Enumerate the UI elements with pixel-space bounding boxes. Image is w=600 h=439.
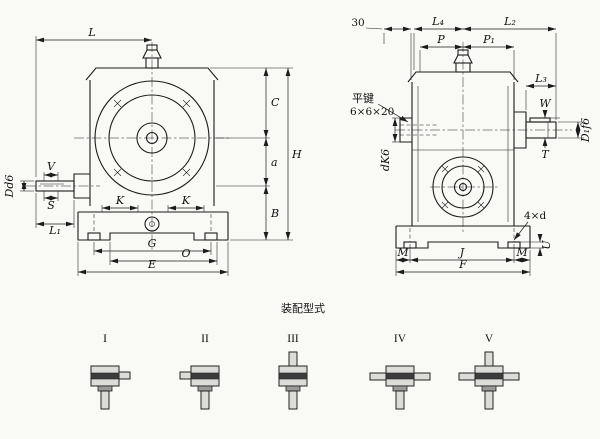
assembly-type-2-label: II [201,333,209,345]
foot-slot-right [204,232,218,241]
dim-label-P: P [436,33,445,46]
assembly-type-4: IV [369,333,431,410]
dim-label-shaft-dia: Dd6 [3,175,16,199]
flat-key-size: 6×6×20 [350,106,394,118]
assembly-title: 装配型式 [281,301,325,315]
dim-label-M-left: M [396,246,409,259]
dim-label-O: O [181,247,190,260]
side-dimensions: 30 L₄ L₂ P P₁ L₃ [350,15,592,276]
foot-slot-left [87,232,101,241]
dim-label-U: U [540,240,553,250]
wheel-cover-circles [94,80,210,196]
dim-label-H: H [291,148,302,161]
dim-label-L2: L₂ [503,15,516,28]
base-front [77,211,229,241]
dim-label-B: B [270,207,279,220]
dim-label-30: 30 [351,17,364,29]
assembly-type-1: I [90,333,131,410]
assembly-type-5: V [458,333,520,410]
flat-key-note: 平键 [352,91,374,105]
dim-label-dK6: dK6 [379,149,392,171]
input-shaft [35,173,90,199]
assembly-type-2: II [179,333,220,410]
dim-label-E: E [147,258,156,271]
drain-plug [144,216,160,232]
dim-label-P1: P₁ [482,33,495,46]
dim-label-L: L [87,26,95,39]
dim-label-C: C [271,96,280,109]
assembly-type-1-label: I [103,333,107,345]
dim-label-J: J [458,246,465,259]
dim-label-L1: L₁ [48,224,61,237]
dim-label-V: V [47,160,56,173]
dim-label-4xd: 4×d [524,210,546,222]
output-shaft [514,111,557,149]
assembly-type-4-label: IV [394,333,407,345]
dim-label-F: F [458,258,467,271]
assembly-type-3: III [278,333,308,410]
base-side [395,225,531,249]
dim-label-K-left: K [115,194,125,207]
dim-label-a: a [271,156,278,169]
dim-label-T: T [541,148,550,161]
dim-label-L3: L₃ [534,72,547,85]
front-dimensions: L V S Dd6 L₁ K [3,26,302,276]
worm-end-circles [432,156,494,218]
dim-label-W: W [539,97,552,110]
dim-label-D1f6: D₁f6 [579,118,592,143]
assembly-section: 装配型式 I II III [90,301,520,410]
dim-label-M-right: M [515,246,528,259]
housing-front [85,67,219,206]
assembly-type-5-label: V [485,333,494,345]
dim-label-G: G [148,237,157,250]
assembly-type-3-label: III [287,333,299,345]
dim-label-S: S [47,199,55,212]
dim-label-K-right: K [181,194,191,207]
shaft-key [529,117,551,123]
side-view: 30 L₄ L₂ P P₁ L₃ [350,15,592,276]
breather-plug-side [453,49,473,73]
dim-label-L4: L₄ [431,15,444,28]
housing-side [407,71,519,226]
front-view: L V S Dd6 L₁ K [3,26,302,276]
